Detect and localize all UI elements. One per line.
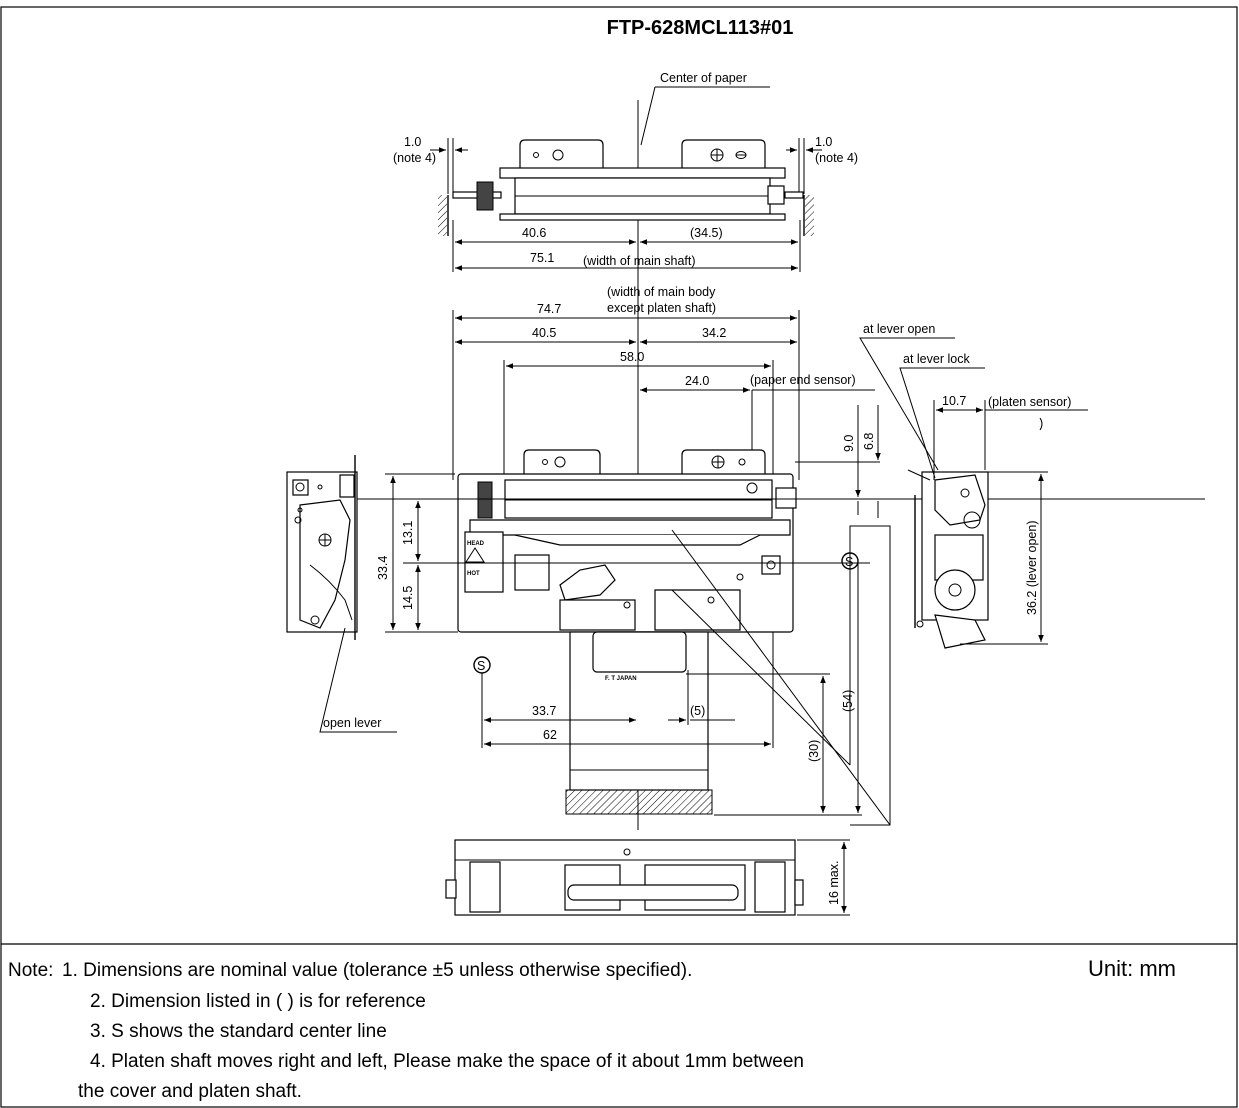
notes-prefix: Note:	[8, 960, 53, 981]
label-dim-5: (5)	[690, 704, 705, 718]
label-width-body-1: (width of main body	[607, 285, 716, 299]
front-view: HEAD HOT F. T JAPAN	[457, 449, 797, 815]
label-dim-9-0: 9.0	[842, 435, 856, 452]
label-dim-58-0: 58.0	[620, 350, 644, 364]
drawing-title: FTP-628MCL113#01	[607, 17, 794, 39]
label-dim-30: (30)	[807, 740, 821, 762]
label-dim-34-5: (34.5)	[690, 226, 723, 240]
right-side-view	[907, 469, 989, 649]
sheet-border	[0, 6, 1238, 1108]
label-center-of-paper: Center of paper	[660, 71, 747, 85]
label-paper-end-sensor: (paper end sensor)	[750, 373, 856, 387]
label-dim-54: (54)	[841, 690, 855, 712]
open-lever-leader	[319, 627, 397, 733]
lever-open-leader	[859, 337, 955, 471]
label-ft: F. T JAPAN	[605, 676, 637, 682]
label-gap-right-note: (note 4)	[815, 151, 858, 165]
label-s-mark-2: S	[477, 659, 485, 673]
label-gap-left-note: (note 4)	[393, 151, 436, 165]
label-dim-33-4: 33.4	[376, 556, 390, 580]
label-dim-13-1: 13.1	[401, 521, 415, 545]
label-dim-24-0: 24.0	[685, 374, 709, 388]
label-dim-62: 62	[543, 728, 557, 742]
label-dim-10-7: 10.7	[942, 394, 966, 408]
label-width-main-shaft: (width of main shaft)	[583, 254, 696, 268]
left-side-view	[286, 455, 358, 640]
label-at-lever-open: at lever open	[863, 322, 935, 336]
label-dim-33-7: 33.7	[532, 704, 556, 718]
note-4a: 4. Platen shaft moves right and left, Pl…	[90, 1051, 804, 1072]
label-open-lever: open lever	[323, 716, 381, 730]
label-dim-40-6: 40.6	[522, 226, 546, 240]
label-dim-36-2: 36.2 (lever open)	[1025, 520, 1039, 615]
note-1: 1. Dimensions are nominal value (toleran…	[62, 960, 692, 981]
label-dim-74-7: 74.7	[537, 302, 561, 316]
unit-label: Unit: mm	[1088, 956, 1176, 981]
label-dim-14-5: 14.5	[401, 586, 415, 610]
label-head: HEAD	[467, 541, 485, 547]
label-dim-40-5: 40.5	[532, 326, 556, 340]
label-width-body-2: except platen shaft)	[607, 301, 716, 315]
note-4b: the cover and platen shaft.	[78, 1081, 302, 1102]
label-dim-16-max: 16 max.	[827, 861, 841, 905]
label-dim-75-1: 75.1	[530, 251, 554, 265]
label-s-mark-1: S	[845, 555, 853, 569]
top-view	[430, 138, 822, 236]
label-gap-left: 1.0	[404, 135, 421, 149]
label-dim-34-2: 34.2	[702, 326, 726, 340]
bottom-view	[445, 839, 804, 916]
label-platen-sensor: (platen sensor)	[988, 395, 1071, 409]
label-dim-6-8: 6.8	[862, 433, 876, 450]
paper-center-leader	[640, 86, 656, 146]
label-at-lever-lock: at lever lock	[903, 352, 970, 366]
note-2: 2. Dimension listed in ( ) is for refere…	[90, 991, 426, 1012]
label-gap-right: 1.0	[815, 135, 832, 149]
note-3: 3. S shows the standard center line	[90, 1021, 387, 1042]
lever-lock-leader	[899, 367, 985, 479]
label-hot: HOT	[467, 571, 480, 577]
